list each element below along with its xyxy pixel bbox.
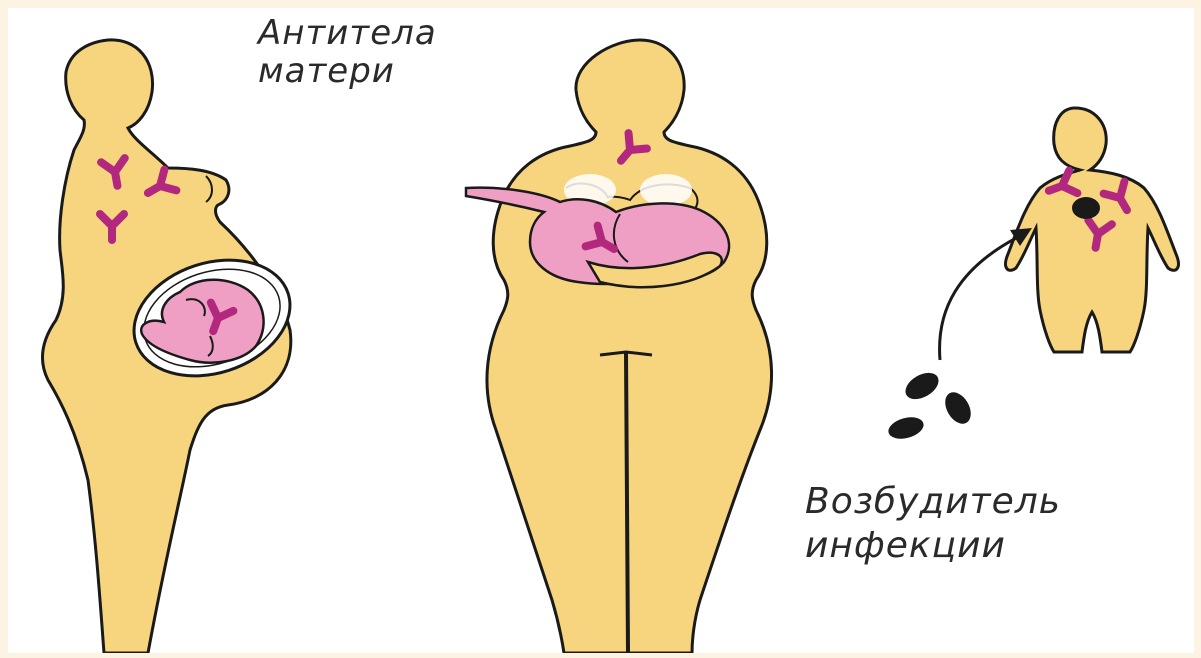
caption-line: Антитела <box>258 14 437 52</box>
caption-line: инфекции <box>805 524 1061 568</box>
caption-pathogen: Возбудитель инфекции <box>805 480 1061 568</box>
caption-line: Возбудитель <box>805 480 1061 524</box>
caption-line: матери <box>258 52 437 90</box>
pathogen-icon <box>1072 197 1100 219</box>
caption-maternal-antibodies: Антитела матери <box>258 14 437 90</box>
